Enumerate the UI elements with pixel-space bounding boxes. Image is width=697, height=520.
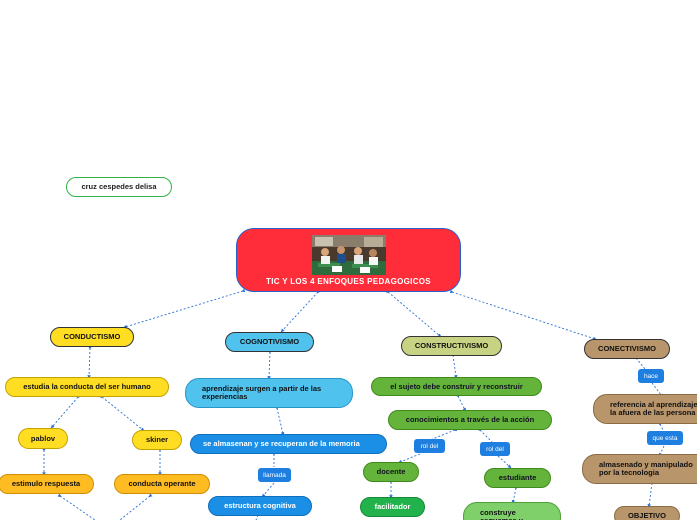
node-facilitador[interactable]: facilitador bbox=[360, 497, 425, 517]
node-almasenan-memoria[interactable]: se almasenan y se recuperan de la memori… bbox=[190, 434, 387, 454]
node-construye-esquemas[interactable]: construye esquemas y bbox=[463, 502, 561, 520]
node-conectivismo[interactable]: CONECTIVISMO bbox=[584, 339, 670, 359]
author-node[interactable]: cruz cespedes delisa bbox=[66, 177, 172, 197]
node-conducta-operante[interactable]: conducta operante bbox=[114, 474, 210, 494]
node-docente[interactable]: docente bbox=[363, 462, 419, 482]
link-central-constructivismo bbox=[385, 289, 442, 338]
link-central-conectivismo bbox=[449, 289, 597, 341]
node-conductismo[interactable]: CONDUCTISMO bbox=[50, 327, 134, 347]
node-conocimientos-accion[interactable]: conocimientos a través de la acción bbox=[388, 410, 552, 430]
node-estimulo-respuesta[interactable]: estimulo respuesta bbox=[0, 474, 94, 494]
node-estructura-cognitiva[interactable]: estructura cognitiva bbox=[208, 496, 312, 516]
node-aprendizaje-experiencias[interactable]: aprendizaje surgen a partir de las exper… bbox=[185, 378, 353, 408]
node-skiner[interactable]: skiner bbox=[132, 430, 182, 450]
label-rol-del-docente[interactable]: rol del bbox=[414, 439, 445, 453]
node-estudia-conducta[interactable]: estudia la conducta del ser humano bbox=[5, 377, 169, 397]
link-central-conductismo bbox=[123, 288, 246, 329]
node-almasenado-tecnologia[interactable]: almasenado y manipulado por la tecnologi… bbox=[582, 454, 697, 484]
node-constructivismo[interactable]: CONSTRUCTIVISMO bbox=[401, 336, 502, 356]
node-cognotivismo[interactable]: COGNOTIVISMO bbox=[225, 332, 314, 352]
link-central-cognotivismo bbox=[280, 289, 321, 333]
author-text: cruz cespedes delisa bbox=[81, 182, 157, 191]
classroom-photo-icon bbox=[312, 235, 386, 275]
node-estudiante[interactable]: estudiante bbox=[484, 468, 551, 488]
node-referencia-aprendizaje[interactable]: referencia al aprendizaje a la afuera de… bbox=[593, 394, 697, 424]
label-que-esta[interactable]: que esta bbox=[647, 431, 683, 445]
central-title: TIC Y LOS 4 ENFOQUES PEDAGOGICOS bbox=[266, 277, 431, 286]
node-objetivo[interactable]: OBJETIVO bbox=[614, 506, 680, 520]
label-rol-del-estudiante[interactable]: rol del bbox=[480, 442, 510, 456]
label-hace[interactable]: hace bbox=[638, 369, 664, 383]
node-sujeto-construir[interactable]: el sujeto debe construir y reconstruir bbox=[371, 377, 542, 396]
central-topic[interactable]: TIC Y LOS 4 ENFOQUES PEDAGOGICOS bbox=[236, 228, 461, 292]
label-llamada[interactable]: llamada bbox=[258, 468, 291, 482]
node-pablov[interactable]: pablov bbox=[18, 428, 68, 449]
